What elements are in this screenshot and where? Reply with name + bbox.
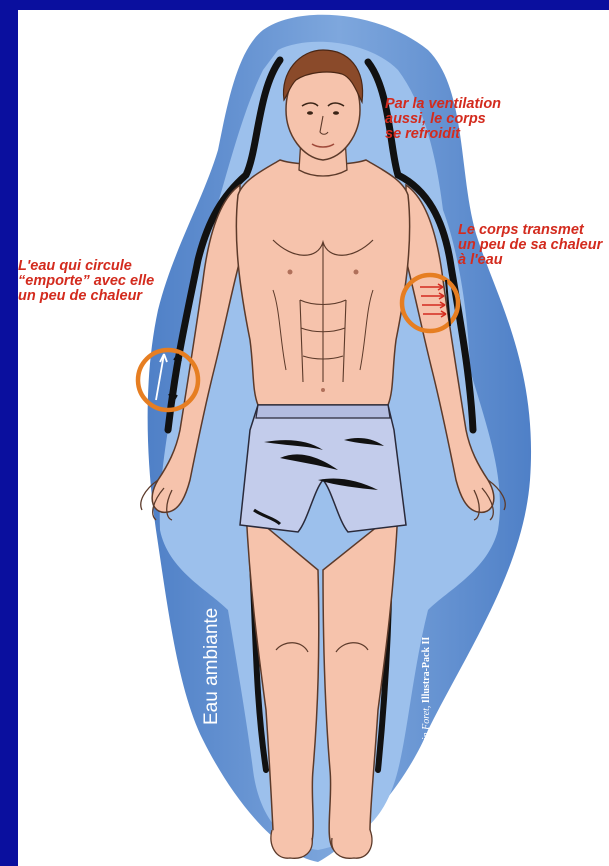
body-illustration <box>18 10 609 866</box>
credit-author: © Alain Foret, <box>421 706 432 764</box>
diagram-canvas: Par la ventilation aussi, le corps se re… <box>18 10 609 866</box>
ventilation-annotation: Par la ventilation aussi, le corps se re… <box>385 97 501 142</box>
ambient-water-label: Eau ambiante <box>201 608 223 725</box>
illustration-credit: © Alain Foret, Illustra-Pack II <box>421 637 432 764</box>
credit-pack: Illustra-Pack II <box>421 637 432 703</box>
heat-transfer-annotation: Le corps transmet un peu de sa chaleur à… <box>458 223 602 268</box>
water-circulation-annotation: L'eau qui circule “emporte” avec elle un… <box>18 259 154 304</box>
